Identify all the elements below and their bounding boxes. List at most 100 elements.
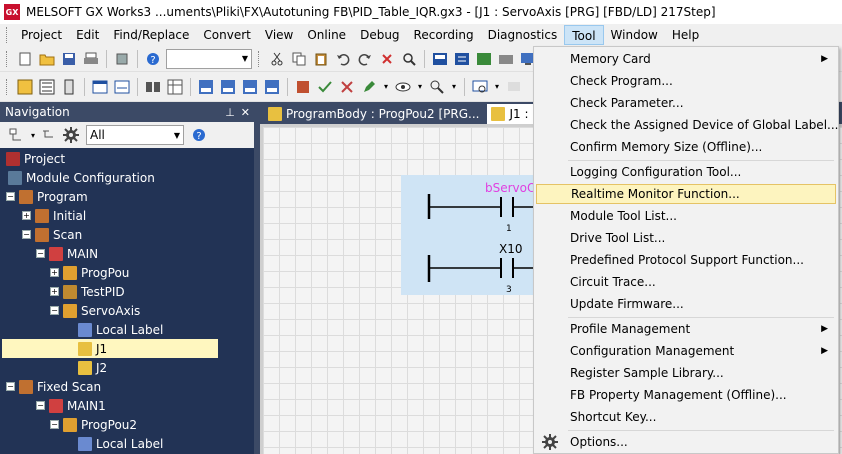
menu-item-logging-configuration-tool[interactable]: Logging Configuration Tool... [536,162,836,182]
toolbar-grip[interactable] [258,50,262,67]
menu-convert[interactable]: Convert [203,28,251,42]
menu-item-predefined-protocol-support-function[interactable]: Predefined Protocol Support Function... [536,250,836,270]
tree-expand-icon[interactable] [8,126,26,144]
tree-item-fixed-scan[interactable]: −Fixed Scan [0,377,101,396]
menu-debug[interactable]: Debug [360,28,400,42]
collapse-icon[interactable]: − [36,401,45,410]
help-icon[interactable]: ? [190,126,208,144]
project-view-icon[interactable] [16,78,34,96]
menu-item-profile-management[interactable]: Profile Management▶ [536,319,836,339]
tree-item-module-configuration[interactable]: Module Configuration [0,168,155,187]
online-edit-icon[interactable] [360,78,378,96]
device-icon[interactable] [113,50,131,68]
tree-collapse-icon[interactable] [40,126,58,144]
menu-item-check-parameter[interactable]: Check Parameter... [536,93,836,113]
help-icon[interactable]: ? [144,50,162,68]
tree-item-main[interactable]: −MAIN [0,244,98,263]
output-icon[interactable] [113,78,131,96]
contact-1[interactable]: bServoOn 1 [427,181,545,234]
tree-item-progpou2[interactable]: −ProgPou2 [0,415,137,434]
redo-icon[interactable] [356,50,374,68]
dropdown-arrow-icon[interactable]: ▾ [494,82,499,91]
copy-icon[interactable] [290,50,308,68]
new-project-icon[interactable] [16,50,34,68]
dev-test-icon[interactable] [241,78,259,96]
write-to-plc-icon[interactable] [431,50,449,68]
delete-icon[interactable] [378,50,396,68]
menu-help[interactable]: Help [671,28,700,42]
library-icon[interactable] [294,78,312,96]
dev-watch-icon[interactable] [197,78,215,96]
navigation-filter-select[interactable]: All ▼ [86,125,184,145]
menu-online[interactable]: Online [307,28,347,42]
comment-icon[interactable] [505,78,523,96]
collapse-icon[interactable]: − [50,420,59,429]
tab-programbody-progpou2[interactable]: ProgramBody : ProgPou2 [PRG... [264,104,487,124]
menu-item-module-tool-list[interactable]: Module Tool List... [536,206,836,226]
monitor-icon[interactable] [519,50,537,68]
dropdown-arrow-icon[interactable]: ▾ [451,82,456,91]
menu-edit[interactable]: Edit [76,28,100,42]
watch-icon[interactable] [394,78,412,96]
zoom-icon[interactable] [471,78,489,96]
dropdown-arrow-icon[interactable]: ▾ [30,130,35,140]
device-search-icon[interactable] [428,78,446,96]
navigation-icon[interactable] [38,78,56,96]
menu-item-circuit-trace[interactable]: Circuit Trace... [536,272,836,292]
collapse-icon[interactable]: − [36,249,45,258]
open-project-icon[interactable] [38,50,56,68]
cross-reference-icon[interactable] [144,78,162,96]
menu-view[interactable]: View [264,28,294,42]
collapse-icon[interactable]: − [6,192,15,201]
menu-item-configuration-management[interactable]: Configuration Management▶ [536,341,836,361]
expand-icon[interactable]: + [50,287,59,296]
undo-icon[interactable] [334,50,352,68]
gear-icon[interactable] [62,126,80,144]
menu-item-confirm-memory-size-offline[interactable]: Confirm Memory Size (Offline)... [536,137,836,157]
save-icon[interactable] [60,50,78,68]
panel-splitter[interactable] [254,102,260,454]
tree-item-scan[interactable]: −Scan [0,225,82,244]
convert-icon[interactable] [338,78,356,96]
tree-item-main1[interactable]: −MAIN1 [0,396,106,415]
check-program-icon[interactable] [316,78,334,96]
menu-item-drive-tool-list[interactable]: Drive Tool List... [536,228,836,248]
tree-item-initial[interactable]: +Initial [0,206,86,225]
menu-item-realtime-monitor-function[interactable]: Realtime Monitor Function... [536,184,836,204]
expand-icon[interactable]: + [22,211,31,220]
tree-item-servoaxis[interactable]: −ServoAxis [0,301,140,320]
menu-item-options[interactable]: Options... [536,432,836,452]
device-list-icon[interactable] [166,78,184,96]
print-icon[interactable] [82,50,100,68]
menu-project[interactable]: Project [21,28,63,42]
close-icon[interactable]: ✕ [240,105,250,119]
menu-item-fb-property-management-offline[interactable]: FB Property Management (Offline)... [536,385,836,405]
verify-plc-icon[interactable] [475,50,493,68]
tree-item-j1[interactable]: J1 [2,339,218,358]
menu-tool[interactable]: Tool [564,25,604,45]
remote-operation-icon[interactable] [497,50,515,68]
menu-item-check-the-assigned-device-of-global-label[interactable]: Check the Assigned Device of Global Labe… [536,115,838,135]
contact-2[interactable]: X10 3 [427,242,545,295]
tree-item-progpou[interactable]: +ProgPou [0,263,129,282]
pin-icon[interactable]: ⊥ [225,105,235,119]
menu-diagnostics[interactable]: Diagnostics [487,28,558,42]
menubar-grip[interactable] [6,27,10,43]
collapse-icon[interactable]: − [50,306,59,315]
menu-item-shortcut-key[interactable]: Shortcut Key... [536,407,836,427]
toolbar-grip[interactable] [6,50,10,67]
dropdown-arrow-icon[interactable]: ▾ [417,82,422,91]
expand-icon[interactable]: + [50,268,59,277]
tree-item-program[interactable]: −Program [0,187,88,206]
menu-item-memory-card[interactable]: Memory Card▶ [536,49,836,69]
tree-item-local-label[interactable]: Local Label [0,320,163,339]
search-combo[interactable]: ▼ [166,48,252,69]
element-selection-icon[interactable] [91,78,109,96]
menu-find-replace[interactable]: Find/Replace [113,28,190,42]
menu-window[interactable]: Window [610,28,658,42]
menu-item-register-sample-library[interactable]: Register Sample Library... [536,363,836,383]
dev-trace-icon[interactable] [263,78,281,96]
collapse-icon[interactable]: − [6,382,15,391]
paste-icon[interactable] [312,50,330,68]
dropdown-arrow-icon[interactable]: ▾ [383,82,388,91]
